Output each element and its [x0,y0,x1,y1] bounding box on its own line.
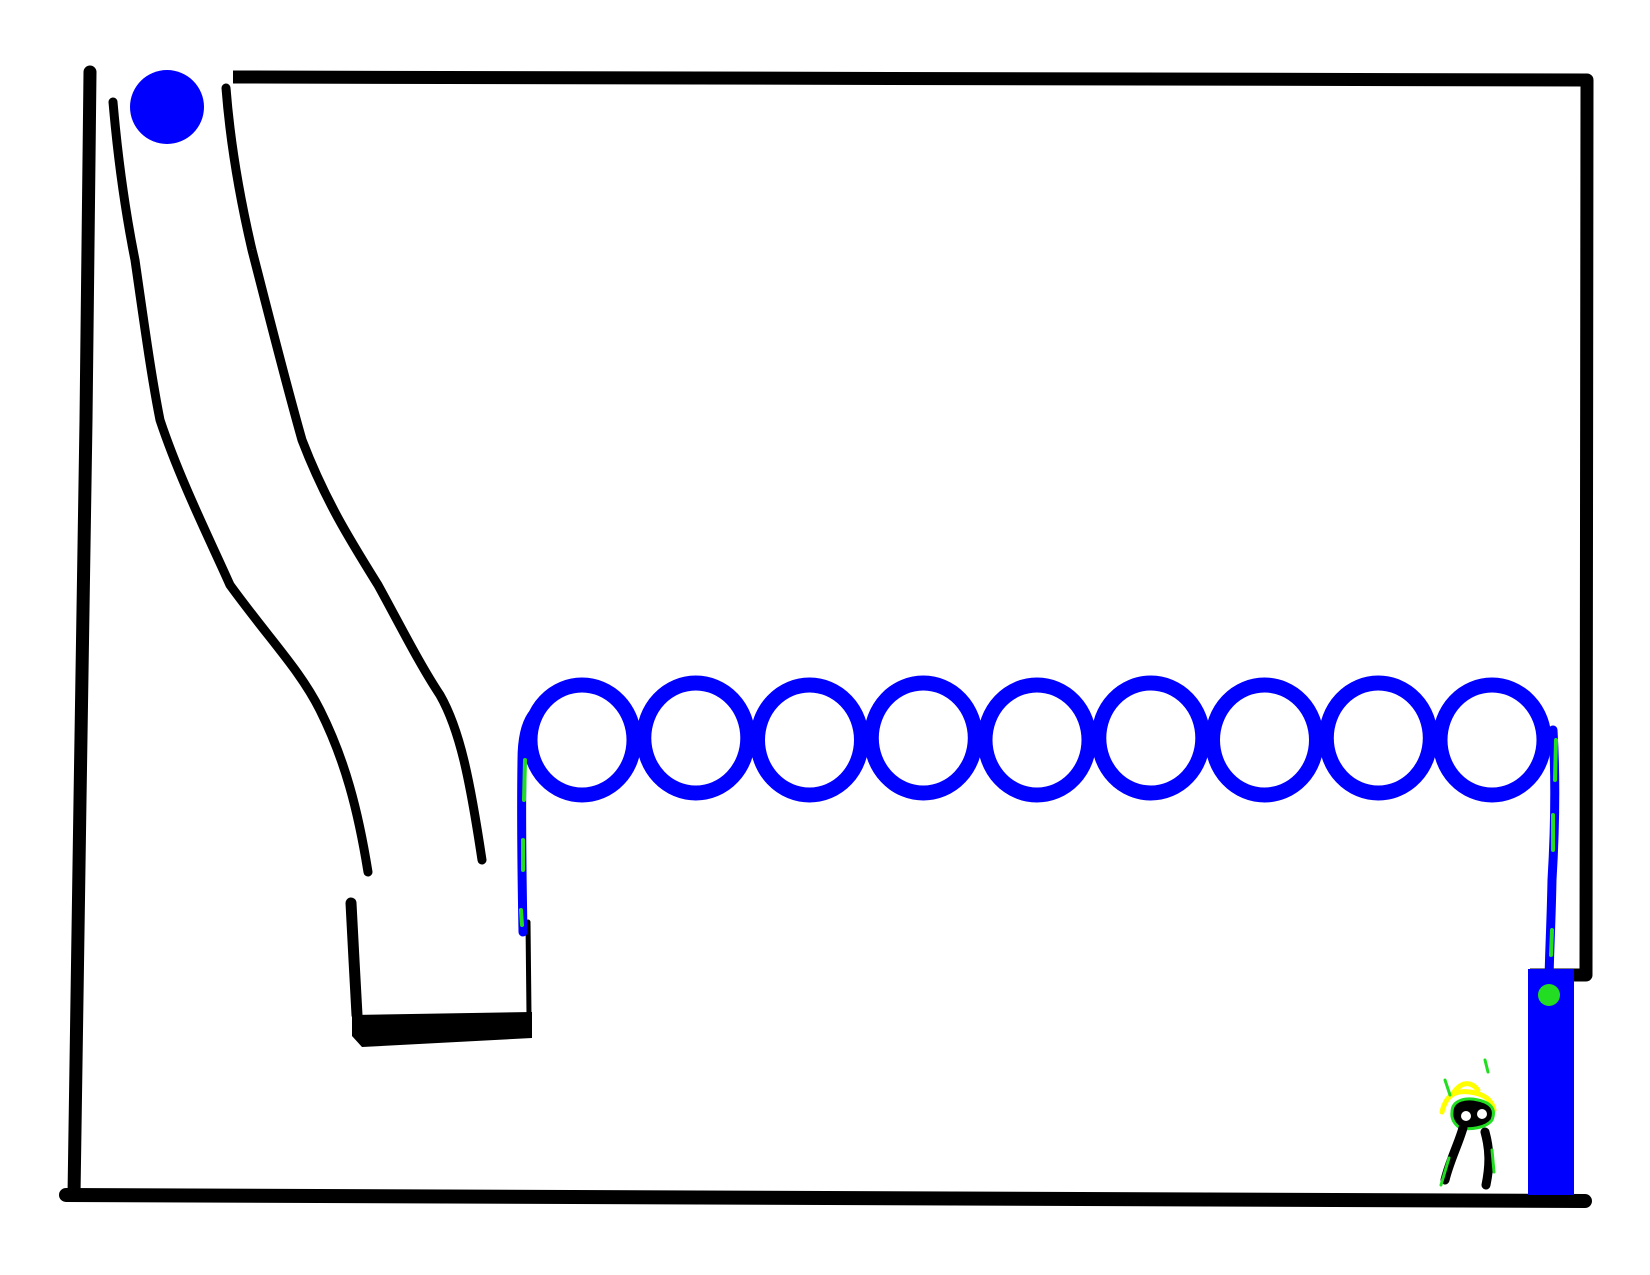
figure-antenna [1443,1058,1490,1097]
drawn-loop [1091,675,1211,801]
drawn-path [517,675,1560,990]
figure-legs [1440,1123,1494,1190]
drawn-loop [1318,675,1438,801]
walking-figure-icon [1439,1058,1497,1190]
top-wall-and-right-wall [232,70,1594,982]
goal-bin [1528,969,1574,1195]
level-walls [59,65,1594,1208]
drawn-loop [636,675,756,801]
drawn-loop [863,675,983,801]
chute-bucket-floor [352,1012,532,1047]
chute-bucket-wall [345,897,363,1021]
goal-dot-icon [1538,984,1560,1006]
goal-bin-body [1528,969,1574,1195]
drawn-loop [522,677,642,803]
drawn-loop [750,677,869,803]
chute [108,83,532,1047]
left-wall [67,65,97,1202]
figure-eye-left [1461,1111,1471,1121]
figure-glow [1439,1081,1497,1115]
figure-head [1450,1097,1495,1131]
chute-bucket-wall-right [525,919,532,1018]
right-leg-highlight [1549,738,1558,957]
drawn-path-loops [522,675,1552,803]
drawn-loop [1432,677,1552,803]
drawn-loop [977,677,1097,803]
figure-leg-highlight [1439,1148,1496,1187]
chute-left-rail [108,97,373,877]
left-leg-highlight [519,758,527,927]
drawn-loop [1205,677,1324,803]
chute-right-rail [221,83,487,865]
ball-icon[interactable] [130,70,204,144]
drawn-path-highlights [519,738,1558,957]
floor [59,1188,1592,1208]
figure-eye-right [1477,1109,1487,1119]
